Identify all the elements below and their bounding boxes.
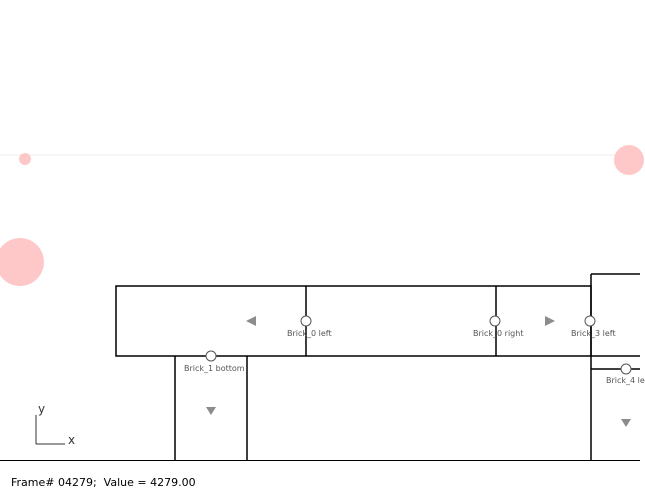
label-brick3-left: Brick_3 left bbox=[571, 329, 616, 338]
axis-x-label: x bbox=[68, 433, 76, 447]
anchor-brick1-bottom[interactable] bbox=[205, 350, 217, 362]
pink-circle-small bbox=[19, 153, 31, 165]
triangle-right-icon[interactable] bbox=[545, 316, 555, 326]
triangle-down-icon[interactable] bbox=[621, 419, 631, 427]
axis-y-label: y bbox=[38, 402, 46, 416]
brick-0 bbox=[115, 285, 592, 357]
triangle-down-icon[interactable] bbox=[206, 407, 216, 415]
label-brick0-right: Brick_0 right bbox=[473, 329, 524, 338]
anchor-brick0-right[interactable] bbox=[489, 315, 501, 327]
pink-circle-right bbox=[614, 145, 644, 175]
label-brick4-left: Brick_4 le bbox=[606, 376, 645, 385]
anchor-brick3-left[interactable] bbox=[584, 315, 596, 327]
anchor-brick0-left[interactable] bbox=[300, 315, 312, 327]
status-text: Frame# 04279; Value = 4279.00 bbox=[11, 476, 196, 489]
label-brick1-bottom: Brick_1 bottom bbox=[184, 364, 245, 373]
pink-circle-large bbox=[0, 238, 44, 286]
label-brick0-left: Brick_0 left bbox=[287, 329, 332, 338]
triangle-left-icon[interactable] bbox=[246, 316, 256, 326]
status-bar: Frame# 04279; Value = 4279.00 bbox=[0, 460, 640, 489]
anchor-brick4-left[interactable] bbox=[620, 363, 632, 375]
scene-canvas bbox=[0, 145, 644, 460]
